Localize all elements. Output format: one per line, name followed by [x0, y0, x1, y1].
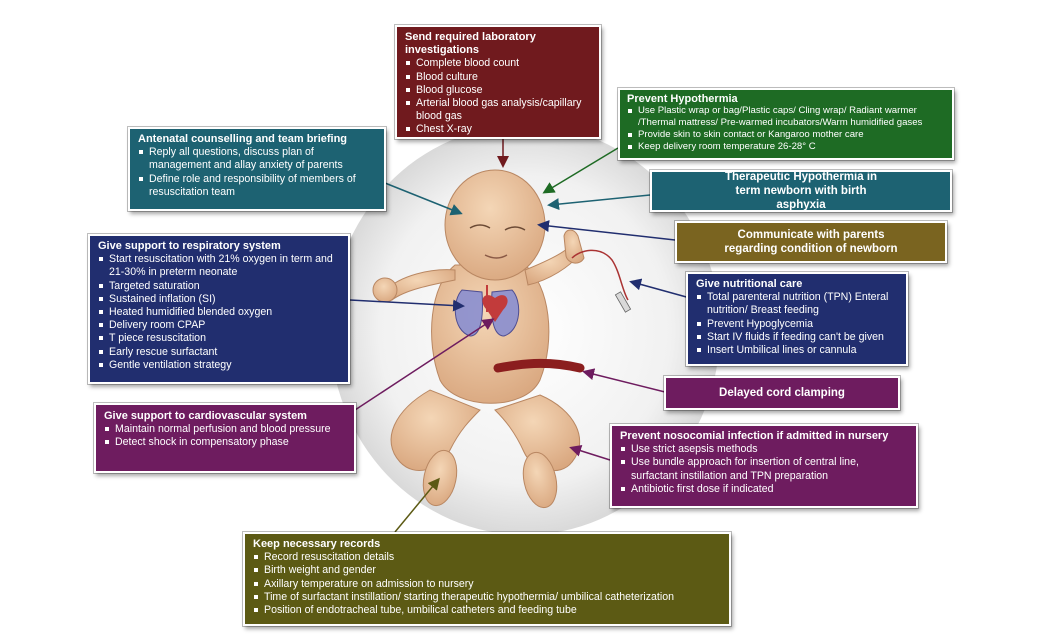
connector-arrows	[349, 138, 691, 533]
records-item: Axillary temperature on admission to nur…	[253, 578, 721, 591]
respiratory-item: Delivery room CPAP	[98, 319, 340, 332]
therapeutic-hypothermia-box: Therapeutic Hypothermia in term newborn …	[649, 169, 953, 213]
respiratory-item: Gentle ventilation strategy	[98, 359, 340, 372]
nutrition-item: Insert Umbilical lines or cannula	[696, 344, 898, 357]
respiratory-item: T piece resuscitation	[98, 332, 340, 345]
nutrition-item: Total parenteral nutrition (TPN) Enteral…	[696, 291, 898, 317]
arrow-respiratory	[349, 299, 465, 312]
antenatal-item: Define role and responsibility of member…	[138, 173, 376, 199]
records-item: Position of endotracheal tube, umbilical…	[253, 604, 721, 617]
respiratory-support-box: Give support to respiratory system Start…	[87, 233, 351, 385]
delayed-cord-clamping-box: Delayed cord clamping	[663, 375, 901, 411]
infection-item: Antibiotic first dose if indicated	[620, 483, 908, 496]
respiratory-item: Sustained inflation (SI)	[98, 293, 340, 306]
nosocomial-infection-box: Prevent nosocomial infection if admitted…	[609, 423, 919, 509]
hypothermia-item: Provide skin to skin contact or Kangaroo…	[627, 129, 945, 141]
arrow-communicate	[537, 220, 676, 241]
necessary-records-box: Keep necessary records Record resuscitat…	[242, 531, 732, 627]
hypothermia-item: Use Plastic wrap or bag/Plastic caps/ Cl…	[627, 105, 945, 129]
respiratory-item: Early rescue surfactant	[98, 346, 340, 359]
nutrition-item: Start IV fluids if feeding can't be give…	[696, 331, 898, 344]
antenatal-list: Reply all questions, discuss plan of man…	[138, 146, 376, 199]
cardio-title: Give support to cardiovascular system	[104, 410, 307, 422]
antenatal-counselling-box: Antenatal counselling and team briefing …	[127, 126, 387, 212]
cardio-item: Maintain normal perfusion and blood pres…	[104, 423, 346, 436]
lab-item: Complete blood count	[405, 57, 591, 70]
respiratory-item: Heated humidified blended oxygen	[98, 306, 340, 319]
therapeutic-title: Therapeutic Hypothermia in term newborn …	[724, 171, 878, 211]
lab-title: Send required laboratory investigations	[405, 31, 536, 57]
respiratory-title: Give support to respiratory system	[98, 240, 281, 252]
nutritional-care-box: Give nutritional care Total parenteral n…	[685, 271, 909, 367]
hypothermia-item: Keep delivery room temperature 26-28° C	[627, 141, 945, 153]
lab-item: Arterial blood gas analysis/capillary bl…	[405, 97, 591, 123]
arrow-antenatal	[384, 182, 463, 216]
nutrition-title: Give nutritional care	[696, 278, 803, 290]
arrow-therapeutic	[547, 194, 651, 211]
hypothermia-title: Prevent Hypothermia	[627, 93, 738, 105]
lab-list: Complete blood count Blood culture Blood…	[405, 57, 591, 136]
respiratory-item: Targeted saturation	[98, 280, 340, 293]
records-title: Keep necessary records	[253, 538, 381, 550]
infection-title: Prevent nosocomial infection if admitted…	[620, 430, 889, 442]
cardio-list: Maintain normal perfusion and blood pres…	[104, 423, 346, 449]
arrow-infection	[569, 444, 611, 461]
hypothermia-list: Use Plastic wrap or bag/Plastic caps/ Cl…	[627, 105, 945, 153]
lab-item: Blood glucose	[405, 84, 591, 97]
records-item: Record resuscitation details	[253, 551, 721, 564]
antenatal-item: Reply all questions, discuss plan of man…	[138, 146, 376, 172]
nutrition-item: Prevent Hypoglycemia	[696, 318, 898, 331]
communicate-parents-box: Communicate with parents regarding condi…	[674, 220, 948, 264]
arrow-nutrition	[629, 278, 691, 299]
arrow-cord	[582, 368, 666, 393]
records-list: Record resuscitation details Birth weigh…	[253, 551, 721, 617]
infection-item: Use strict asepsis methods	[620, 443, 908, 456]
cardiovascular-support-box: Give support to cardiovascular system Ma…	[93, 402, 357, 474]
infection-item: Use bundle approach for insertion of cen…	[620, 456, 908, 482]
records-item: Birth weight and gender	[253, 564, 721, 577]
arrow-hypothermia	[542, 147, 619, 194]
respiratory-item: Start resuscitation with 21% oxygen in t…	[98, 253, 340, 279]
lab-investigations-box: Send required laboratory investigations …	[394, 24, 602, 140]
antenatal-title: Antenatal counselling and team briefing	[138, 133, 348, 145]
records-item: Time of surfactant instillation/ startin…	[253, 591, 721, 604]
arrow-records	[394, 477, 440, 533]
infection-list: Use strict asepsis methods Use bundle ap…	[620, 443, 908, 496]
lab-item: Chest X-ray	[405, 123, 591, 136]
prevent-hypothermia-box: Prevent Hypothermia Use Plastic wrap or …	[617, 87, 955, 161]
cardio-item: Detect shock in compensatory phase	[104, 436, 346, 449]
lab-item: Blood culture	[405, 71, 591, 84]
arrow-cardio	[354, 318, 495, 411]
nutrition-list: Total parenteral nutrition (TPN) Enteral…	[696, 291, 898, 357]
respiratory-list: Start resuscitation with 21% oxygen in t…	[98, 253, 340, 372]
cord-title: Delayed cord clamping	[719, 387, 845, 399]
communicate-title: Communicate with parents regarding condi…	[724, 229, 898, 255]
